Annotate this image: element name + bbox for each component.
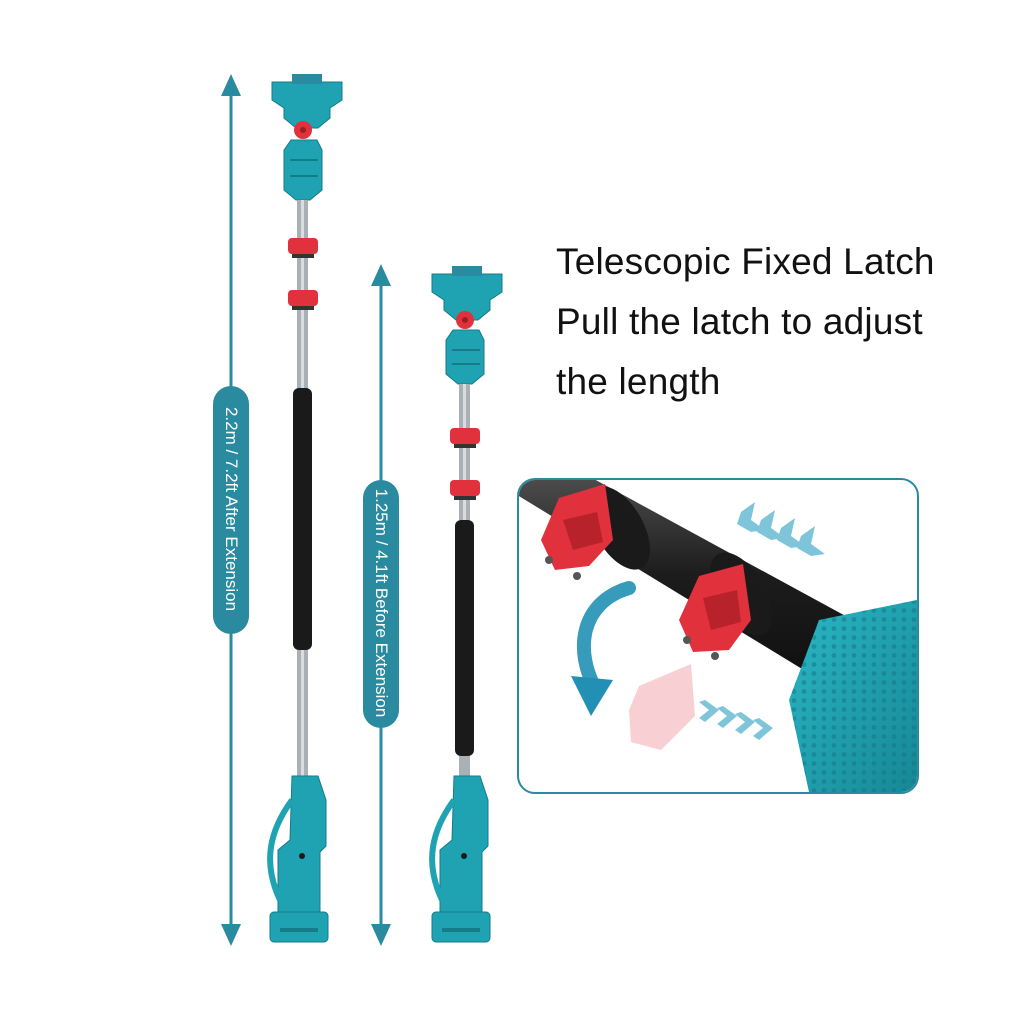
extended-length-label: 2.2m / 7.2ft After Extension [222, 406, 241, 612]
headline-line-3: the length [556, 361, 721, 402]
chevrons-right-icon [699, 700, 773, 740]
extended-tool [267, 74, 343, 943]
latch-closeup-inset [517, 478, 919, 794]
chevrons-left-icon [737, 502, 825, 556]
headline-line-2: Pull the latch to adjust [556, 301, 923, 342]
headline-line-1: Telescopic Fixed Latch [556, 241, 935, 282]
extended-length-pill [213, 386, 249, 634]
retracted-tool [429, 266, 503, 943]
retracted-length-label: 1.25m / 4.1ft Before Extension [372, 488, 391, 718]
feature-headline: Telescopic Fixed Latch Pull the latch to… [556, 232, 996, 412]
retracted-length-pill [363, 480, 399, 728]
curved-arrow-icon [571, 581, 636, 716]
latch-closeup-illustration [519, 480, 917, 792]
